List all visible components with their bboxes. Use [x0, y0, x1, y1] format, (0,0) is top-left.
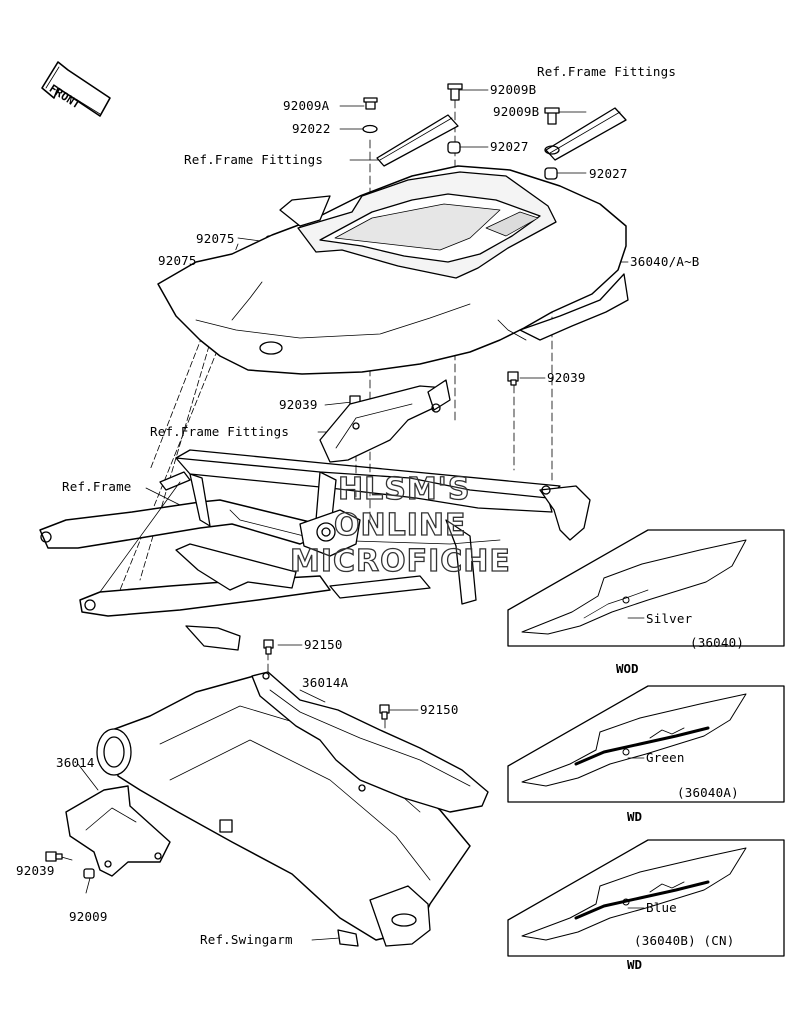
variant-green-cowl-drawing — [521, 693, 747, 787]
bolt-92009B-mid-icon — [544, 107, 560, 125]
label-92075-a: 92075 — [196, 231, 235, 246]
fasteners — [45, 83, 560, 879]
bolt-92009-icon — [83, 868, 95, 879]
screw-92150-a-icon — [263, 639, 274, 655]
watermark-line-1: HLSM'S — [337, 472, 471, 507]
label-92039-c: 92039 — [16, 863, 55, 878]
label-36014A: 36014A — [302, 675, 349, 690]
screw-92150-b-icon — [379, 704, 390, 720]
variant-blue-part: (36040B) (CN) — [634, 933, 735, 948]
label-92039-b: 92039 — [279, 397, 318, 412]
swingarm — [96, 675, 471, 947]
mounting-bracket — [319, 379, 451, 463]
variant-silver-code: WOD — [616, 661, 639, 676]
label-92022: 92022 — [292, 121, 331, 136]
rear-frame — [39, 449, 591, 651]
front-arrow-icon — [41, 61, 111, 117]
ref-frame-fittings-left: Ref.Frame Fittings — [184, 152, 324, 167]
chain-guard-36014A — [251, 671, 489, 813]
frame-fitting-straps — [376, 107, 627, 167]
grommet-92027-b-icon — [544, 167, 558, 180]
seat-cowl-36040 — [157, 165, 629, 375]
label-92039-a: 92039 — [547, 370, 586, 385]
label-92009A: 92009A — [283, 98, 330, 113]
ref-frame-fittings-top-right: Ref.Frame Fittings — [537, 64, 677, 79]
grommet-92027-a-icon — [447, 141, 461, 154]
bolt-92039-a-icon — [507, 371, 519, 386]
ref-frame: Ref.Frame — [62, 479, 132, 494]
variant-silver-color: Silver — [646, 611, 693, 626]
ref-frame-fittings-mid: Ref.Frame Fittings — [150, 424, 290, 439]
variant-blue-cowl-drawing — [521, 847, 747, 941]
variant-silver-part: (36040) — [690, 635, 745, 650]
label-92009B-mid: 92009B — [493, 104, 540, 119]
label-36040AB: 36040/A~B — [630, 254, 700, 269]
label-92009B-top: 92009B — [490, 82, 537, 97]
variant-green-color: Green — [646, 750, 685, 765]
variant-green-part: (36040A) — [677, 785, 739, 800]
variant-blue-code: WD — [627, 957, 643, 972]
variant-silver-cowl-drawing — [521, 539, 747, 635]
label-92027-a: 92027 — [490, 139, 529, 154]
variant-green-code: WD — [627, 809, 643, 824]
guard-36014 — [65, 785, 171, 877]
variant-blue-color: Blue — [646, 900, 677, 915]
label-92150-b: 92150 — [420, 702, 459, 717]
label-92027-b: 92027 — [589, 166, 628, 181]
bolt-92009A-icon — [363, 97, 378, 110]
label-92009: 92009 — [69, 909, 108, 924]
ref-swingarm: Ref.Swingarm — [200, 932, 293, 947]
bolt-92009B-top-icon — [447, 83, 463, 101]
label-92075-b: 92075 — [158, 253, 197, 268]
washer-92022-icon — [362, 124, 378, 134]
label-36014: 36014 — [56, 755, 95, 770]
watermark-line-2: ONLINE — [333, 508, 467, 543]
label-92150-a: 92150 — [304, 637, 343, 652]
watermark-line-3: MICROFICHE — [289, 544, 511, 579]
bolt-92039-c-icon — [45, 851, 63, 862]
